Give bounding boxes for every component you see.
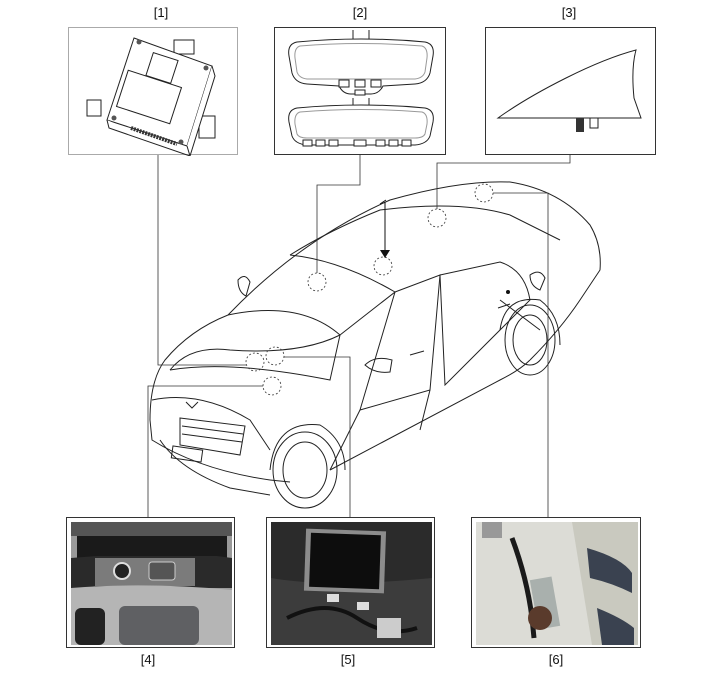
- display-monitor-photo: [271, 522, 432, 645]
- console-usb-aux-photo: [71, 522, 232, 645]
- component-2-box: [274, 27, 446, 155]
- leader-4: [147, 385, 263, 517]
- leader-5: [284, 356, 351, 517]
- label-3: [3]: [561, 5, 577, 20]
- component-1-box: [68, 27, 238, 156]
- leader-3: [436, 155, 571, 209]
- shark-fin-antenna-drawing: [496, 49, 642, 132]
- component-6-box: [471, 517, 641, 648]
- leader-6: [493, 192, 549, 517]
- leader-1: [157, 155, 246, 366]
- leader-2: [316, 155, 361, 273]
- trunk-harness-module-photo: [476, 522, 638, 645]
- rear-view-mirror-drawings: [288, 30, 434, 147]
- label-4: [4]: [140, 652, 156, 667]
- label-1: [1]: [153, 5, 169, 20]
- control-module-drawing: [86, 37, 216, 156]
- component-4-box: [66, 517, 235, 648]
- label-6: [6]: [548, 652, 564, 667]
- label-2: [2]: [352, 5, 368, 20]
- component-5-box: [266, 517, 435, 648]
- label-5: [5]: [340, 652, 356, 667]
- component-3-box: [485, 27, 656, 155]
